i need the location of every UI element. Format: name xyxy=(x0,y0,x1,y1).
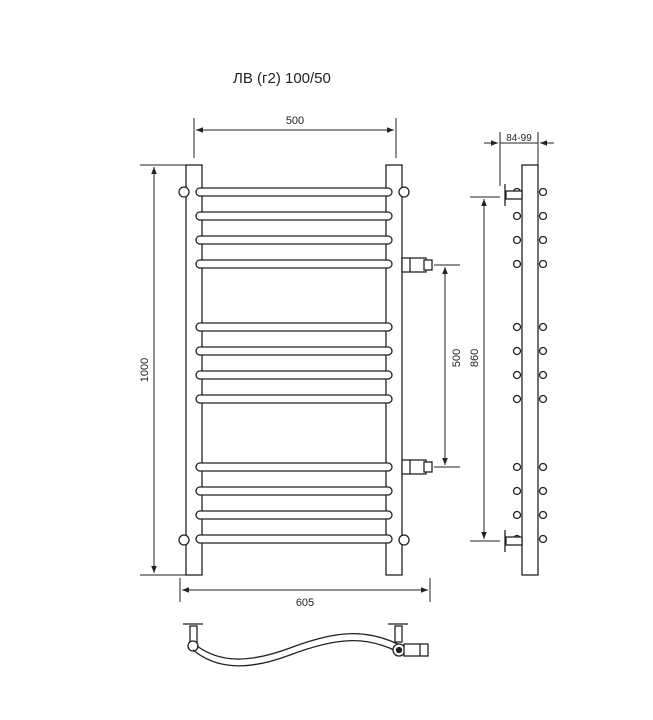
side-view xyxy=(504,164,548,576)
side-rail-end-8-a xyxy=(512,394,522,404)
rail-1 xyxy=(195,187,393,197)
side-collector xyxy=(521,164,539,576)
rail-3 xyxy=(195,235,393,245)
side-mount-bottom xyxy=(504,530,523,552)
side-rail-end-10-b xyxy=(538,486,548,496)
dim-depth xyxy=(484,132,554,186)
side-rail-end-6-a xyxy=(512,346,522,356)
bracket-top-right xyxy=(398,186,410,198)
rail-8 xyxy=(195,394,393,404)
dim-mount-height-label: 860 xyxy=(469,349,481,367)
rail-9 xyxy=(195,462,393,472)
side-mount-top xyxy=(504,184,523,206)
inlet-bottom xyxy=(401,459,433,475)
dim-width-bottom xyxy=(179,578,431,602)
dim-width-top xyxy=(193,118,397,158)
side-rail-end-1-b xyxy=(538,187,548,197)
side-rail-end-11-b xyxy=(538,510,548,520)
rail-4 xyxy=(195,259,393,269)
bracket-bottom-right xyxy=(398,534,410,546)
side-rail-end-2-b xyxy=(538,211,548,221)
side-rail-end-11-a xyxy=(512,510,522,520)
rail-11 xyxy=(195,510,393,520)
side-rail-end-7-a xyxy=(512,370,522,380)
side-rail-end-10-a xyxy=(512,486,522,496)
bracket-bottom-left xyxy=(178,534,190,546)
drawing-title: ЛВ (г2) 100/50 xyxy=(233,70,331,87)
side-rail-end-9-b xyxy=(538,462,548,472)
rail-7 xyxy=(195,370,393,380)
dim-width-top-label: 500 xyxy=(286,115,304,127)
rail-12 xyxy=(195,534,393,544)
side-rail-end-9-a xyxy=(512,462,522,472)
side-rail-end-4-a xyxy=(512,259,522,269)
side-rail-end-2-a xyxy=(512,211,522,221)
side-rail-end-7-b xyxy=(538,370,548,380)
dim-depth-label: 84-99 xyxy=(506,133,532,144)
dim-height-left-label: 1000 xyxy=(139,358,151,382)
side-rail-end-4-b xyxy=(538,259,548,269)
rail-10 xyxy=(195,486,393,496)
side-rail-end-5-b xyxy=(538,322,548,332)
side-rail-end-12-b xyxy=(538,534,548,544)
dim-width-bottom-label: 605 xyxy=(296,597,314,609)
rail-2 xyxy=(195,211,393,221)
front-view xyxy=(178,164,433,576)
dim-connection-center xyxy=(434,264,460,468)
side-rail-end-6-b xyxy=(538,346,548,356)
rail-5 xyxy=(195,322,393,332)
inlet-top xyxy=(401,257,433,273)
rail-6 xyxy=(195,346,393,356)
side-rail-end-3-b xyxy=(538,235,548,245)
side-rail-end-8-b xyxy=(538,394,548,404)
side-rail-end-3-a xyxy=(512,235,522,245)
dim-mount-height xyxy=(470,196,500,542)
bracket-top-left xyxy=(178,186,190,198)
top-view xyxy=(183,623,429,667)
dim-connection-center-label: 500 xyxy=(451,349,463,367)
dim-height-left xyxy=(140,164,186,576)
side-rail-end-5-a xyxy=(512,322,522,332)
